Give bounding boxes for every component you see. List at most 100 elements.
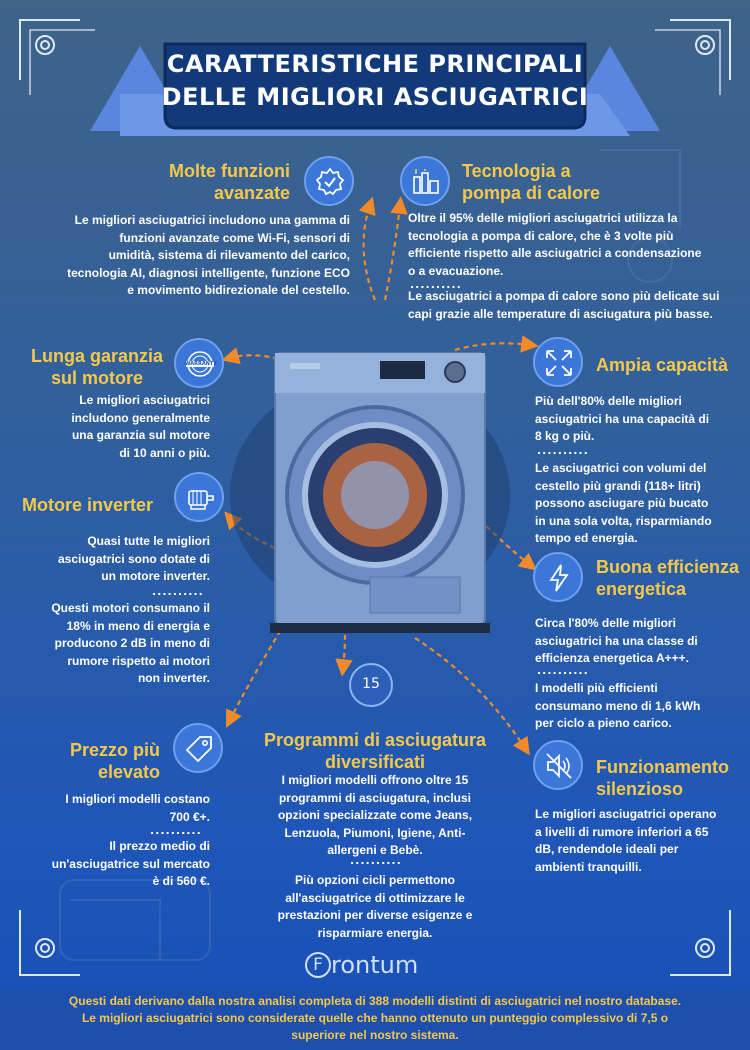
silenzioso-title-line1: Funzionamento <box>596 757 729 777</box>
text-line: è di 560 €. <box>152 874 210 888</box>
separator-dots: .......... <box>537 444 589 457</box>
text-line: ambienti tranquilli. <box>535 859 642 874</box>
efficienza-text-2: I modelli più efficienti consumano meno … <box>535 680 745 733</box>
text-line: tecnologia AI, diagnosi intelligente, fu… <box>67 265 350 280</box>
section-title-prezzo: Prezzo più elevato <box>50 739 160 783</box>
text-line: una garanzia sul motore <box>71 428 210 442</box>
efficienza-title-line2: energetica <box>596 579 687 599</box>
text-line: un'asciugatrice sul mercato <box>51 856 210 871</box>
text-line: tempo ed energia. <box>535 531 638 545</box>
funzioni-text: Le migliori asciugatrici includono una g… <box>30 212 350 300</box>
footer-line: superiore nel nostro sistema. <box>291 1028 459 1042</box>
text-line: Le asciugatrici a pompa di calore sono p… <box>408 289 720 303</box>
heat-pump-icon <box>400 156 450 206</box>
text-line: rumore rispetto ai motori <box>67 653 210 668</box>
motor-icon <box>174 472 224 522</box>
page-title-line2: DELLE MIGLIORI ASCIUGATRICI <box>161 83 589 111</box>
prezzo-text-2: Il prezzo medio di un'asciugatrice sul m… <box>30 838 210 891</box>
text-line: risparmiare energia. <box>317 925 433 940</box>
pompa-text-2: Le asciugatrici a pompa di calore sono p… <box>408 288 748 323</box>
pompa-title-line1: Tecnologia a <box>462 161 571 181</box>
text-line: I migliori modelli offrono oltre 15 <box>281 773 469 787</box>
text-line: 700 €+. <box>169 809 210 824</box>
text-line: Quasi tutte le migliori <box>87 534 210 548</box>
section-title-efficienza: Buona efficienza energetica <box>596 556 746 600</box>
badge-check-icon <box>304 156 354 206</box>
efficienza-title-line1: Buona efficienza <box>596 557 740 577</box>
programmi-text-2: Più opzioni cicli permettono all'asciuga… <box>255 872 495 942</box>
text-line: Le migliori asciugatrici <box>79 393 210 407</box>
text-line: Circa l'80% delle migliori <box>535 616 676 630</box>
text-line: I modelli più efficienti <box>535 681 658 695</box>
inverter-text-1: Quasi tutte le migliori asciugatrici son… <box>30 533 210 586</box>
programmi-text-1: I migliori modelli offrono oltre 15 prog… <box>255 772 495 860</box>
lightning-icon <box>533 552 583 602</box>
text-line: Lenzuola, Piumoni, Igiene, Anti- <box>284 825 466 840</box>
funzioni-title-line2: avanzate <box>213 183 290 203</box>
text-line: 18% in meno di energia e <box>66 618 210 633</box>
programmi-title-line2: diversificati <box>324 752 426 772</box>
silenzioso-text: Le migliori asciugatrici operano a livel… <box>535 806 745 876</box>
separator-dots: .......... <box>150 824 202 837</box>
text-line: di 10 anni o più. <box>119 445 210 460</box>
text-line: dB, rendendole ideali per <box>535 842 679 856</box>
text-line: efficiente rispetto alle asciugatrici a … <box>408 246 702 260</box>
efficienza-text-1: Circa l'80% delle migliori asciugatrici … <box>535 615 745 668</box>
text-line: non inverter. <box>137 671 210 685</box>
separator-dots: .......... <box>537 664 589 677</box>
header-banner <box>90 42 660 136</box>
text-line: consumano meno di 1,6 kWh <box>535 698 701 713</box>
warranty-seal-icon: WARRANTY <box>174 338 224 388</box>
pompa-title-line2: pompa di calore <box>462 183 601 203</box>
program-count-number: 15 <box>362 676 380 692</box>
footer-line: Questi dati derivano dalla nostra analis… <box>68 994 682 1008</box>
text-line: a livelli di rumore inferiori a 65 <box>535 824 709 839</box>
capacita-text-2: Le asciugatrici con volumi del cestello … <box>535 460 745 548</box>
speaker-mute-icon <box>533 740 583 790</box>
section-title-silenzioso: Funzionamento silenzioso <box>596 756 746 800</box>
dryer-illustration <box>230 352 510 633</box>
text-line: umidità, sistema di rilevamento del cari… <box>108 248 350 262</box>
text-line: possono asciugare più bucato <box>535 496 709 510</box>
text-line: o a evacuazione. <box>408 263 504 278</box>
separator-dots: .......... <box>350 854 402 867</box>
price-tag-icon <box>173 723 223 773</box>
text-line: tecnologia a pompa di calore, che è 3 vo… <box>408 228 674 243</box>
footer-bar <box>0 990 750 1050</box>
prezzo-title-line1: Prezzo più <box>69 740 160 760</box>
text-line: e movimento bidirezionale del cestello. <box>127 283 350 297</box>
text-line: Più opzioni cicli permettono <box>294 873 455 887</box>
text-line: funzioni avanzate come Wi-Fi, sensori di <box>119 230 350 245</box>
prezzo-text-1: I migliori modelli costano 700 €+. <box>30 791 210 826</box>
program-dial-icon: 15 <box>349 663 393 707</box>
logo-text: rontum <box>331 951 419 979</box>
text-line: in una sola volta, risparmiando <box>535 513 712 528</box>
section-title-garanzia: Lunga garanzia sul motore <box>22 345 172 389</box>
separator-dots: .......... <box>152 585 204 598</box>
section-title-funzioni: Molte funzioni avanzate <box>120 160 290 204</box>
text-line: Questi motori consumano il <box>51 601 210 615</box>
capacita-text-1: Più dell'80% delle migliori asciugatrici… <box>535 393 745 446</box>
programmi-title-line1: Programmi di asciugatura <box>263 730 487 750</box>
text-line: per ciclo a pieno carico. <box>535 716 672 730</box>
text-line: opzioni specializzate come Jeans, <box>277 808 473 822</box>
text-line: asciugatrici ha una classe di <box>535 633 698 648</box>
logo-mark: F <box>305 952 331 978</box>
text-line: prestazioni per diverse esigenze e <box>277 908 473 922</box>
text-line: 8 kg o più. <box>535 429 595 443</box>
text-line: Le migliori asciugatrici includono una g… <box>74 213 350 227</box>
section-title-inverter: Motore inverter <box>22 495 154 515</box>
text-line: includono generalmente <box>71 410 210 425</box>
text-line: capi grazie alle temperature di asciugat… <box>408 306 713 321</box>
text-line: producono 2 dB in meno di <box>54 636 210 650</box>
text-line: efficienza energetica A+++. <box>535 651 689 665</box>
inverter-text-2: Questi motori consumano il 18% in meno d… <box>30 600 210 688</box>
silenzioso-title-line2: silenzioso <box>596 779 684 799</box>
text-line: Le migliori asciugatrici operano <box>535 807 717 821</box>
text-line: allergeni e Bebè. <box>327 843 423 857</box>
funzioni-title-line1: Molte funzioni <box>169 161 290 181</box>
page-title: CARATTERISTICHE PRINCIPALI DELLE MIGLIOR… <box>150 48 600 114</box>
warranty-badge-text: WARRANTY <box>185 361 217 367</box>
text-line: cestello più grandi (118+ litri) <box>535 478 701 493</box>
